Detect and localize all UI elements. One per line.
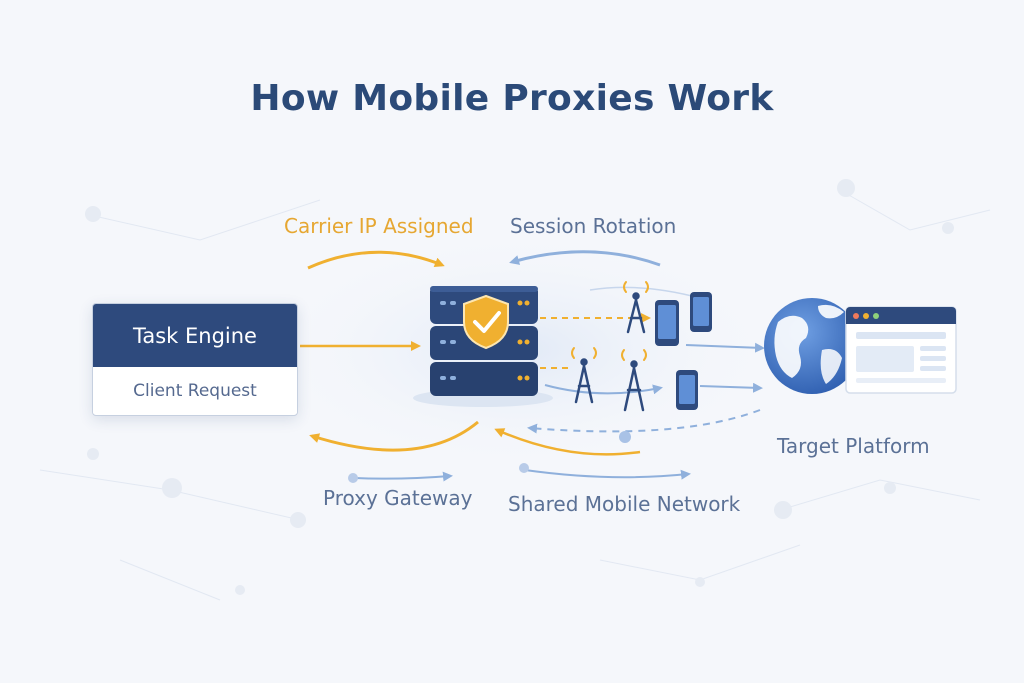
target-platform-label: Target Platform <box>777 434 930 458</box>
cell-tower-icon <box>621 349 647 412</box>
smartphone-icon <box>676 370 698 410</box>
proxy-gateway-node <box>348 473 358 483</box>
server-icon <box>413 286 553 407</box>
carrier-ip-label: Carrier IP Assigned <box>284 214 474 238</box>
shared-network-arrow <box>494 428 641 456</box>
task-engine-card: Task Engine Client Request <box>92 303 298 416</box>
carrier-ip-arrow <box>307 250 445 270</box>
background-dots <box>85 179 954 595</box>
shared-network-lower-arrow <box>524 469 691 480</box>
flow-phone-globe-top <box>685 342 765 353</box>
shield-check-icon <box>463 294 509 350</box>
flow-node <box>619 431 631 443</box>
shared-network-label: Shared Mobile Network <box>508 492 741 516</box>
flow-tower-right <box>589 286 701 299</box>
proxy-gateway-label: Proxy Gateway <box>323 486 473 510</box>
flow-globe-back <box>527 409 761 434</box>
proxy-gateway-arrow <box>354 471 453 482</box>
flow-phone-globe-bottom <box>699 382 763 393</box>
session-rotation-label: Session Rotation <box>510 214 677 238</box>
client-request-label: Client Request <box>93 367 297 414</box>
session-rotation-arrow <box>509 250 661 267</box>
page-title: How Mobile Proxies Work <box>250 78 774 119</box>
globe-icon <box>764 298 860 394</box>
cell-tower-icon <box>623 281 649 334</box>
task-engine-heading: Task Engine <box>93 304 297 367</box>
return-arrow <box>309 420 479 452</box>
smartphone-icon <box>690 292 712 332</box>
cell-tower-icon <box>571 347 597 404</box>
browser-window-icon <box>845 306 957 394</box>
smartphone-icon <box>655 300 679 346</box>
flow-server-lower <box>544 384 663 395</box>
shared-network-node <box>519 463 529 473</box>
